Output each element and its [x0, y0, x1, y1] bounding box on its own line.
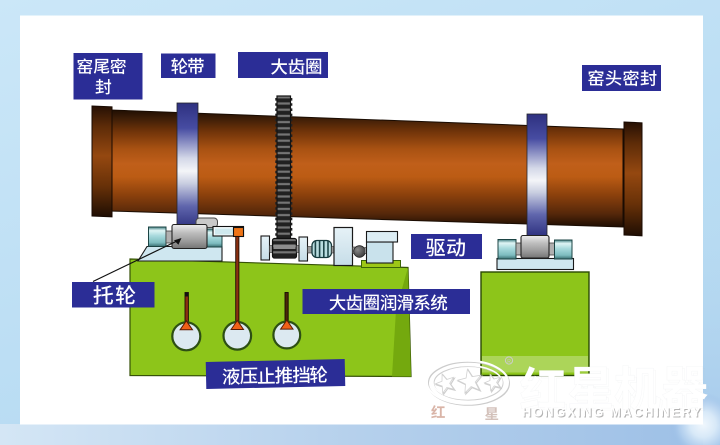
- svg-text:HONGXING MACHINERY: HONGXING MACHINERY: [523, 407, 703, 421]
- svg-text:R: R: [507, 359, 511, 365]
- svg-text:HONGXING MACHINERY: HONGXING MACHINERY: [522, 406, 702, 420]
